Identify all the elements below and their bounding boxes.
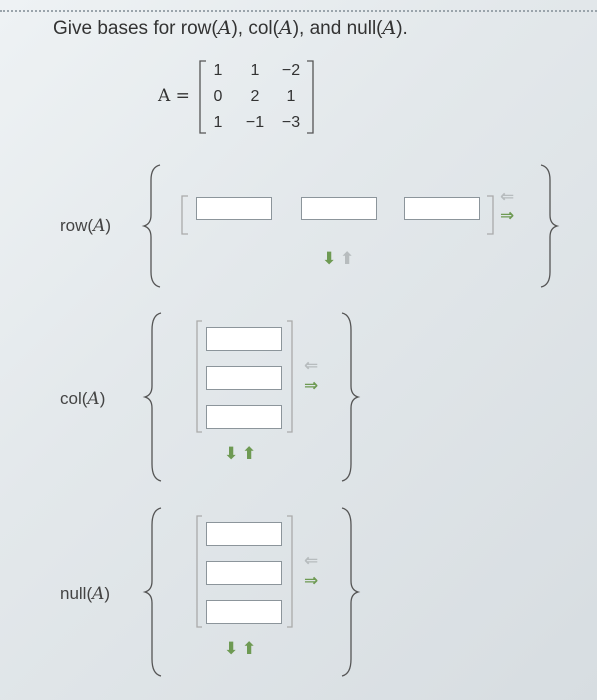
row-add-entry-arrow-icon[interactable]: ⬇: [322, 249, 337, 268]
row-remove-entry-arrow-icon[interactable]: ⬆: [340, 249, 355, 268]
question-text: Give bases for row(A), col(A), and null(…: [53, 17, 408, 40]
null-remove-entry-arrow-icon[interactable]: ⬆: [242, 639, 257, 658]
row-space-label: row(A): [60, 216, 111, 236]
col-right-brace: [341, 312, 361, 482]
matrix-left-bracket: [199, 60, 206, 134]
null-space-label: null(A): [60, 584, 110, 604]
col-basis-entry-2[interactable]: [206, 366, 282, 390]
matrix-entry-r2-c1: 0: [213, 88, 223, 105]
matrix-entry-r1-c3: −2: [281, 62, 301, 79]
row-label-prefix: row(: [60, 216, 94, 235]
col-add-entry-arrow-icon[interactable]: ⬇: [224, 444, 239, 463]
matrix-entry-r1-c1: 1: [213, 62, 223, 79]
col-label-suffix: ): [99, 389, 106, 408]
row-remove-vector-arrow-icon[interactable]: ⇐: [500, 187, 515, 206]
row-left-brace: [141, 164, 161, 288]
null-left-brace: [142, 507, 162, 677]
matrix-entry-r3-c2: −1: [245, 114, 265, 131]
row-basis-entry-1[interactable]: [196, 197, 272, 220]
question-close-2: ): [292, 18, 300, 39]
col-remove-vector-arrow-icon[interactable]: ⇐: [304, 356, 319, 375]
row-basis-entry-3[interactable]: [404, 197, 480, 220]
matrix-right-bracket: [307, 60, 314, 134]
question-prefix: Give bases for: [53, 18, 181, 39]
matrix-entry-r3-c3: −3: [281, 114, 301, 131]
row-right-brace: [540, 164, 560, 288]
matrix-entry-r2-c2: 2: [250, 88, 260, 105]
question-col: col(: [248, 18, 279, 39]
col-vector-right-bracket: [287, 320, 293, 433]
question-end: ).: [396, 18, 408, 39]
col-basis-entry-1[interactable]: [206, 327, 282, 351]
col-basis-entry-3[interactable]: [206, 405, 282, 429]
question-null: null(: [346, 18, 383, 39]
row-add-vector-arrow-icon[interactable]: ⇒: [500, 206, 515, 225]
matrix-entry-r2-c3: 1: [286, 88, 296, 105]
col-label-var: A: [87, 389, 100, 409]
row-label-var: A: [93, 216, 106, 236]
question-var-1: A: [217, 17, 232, 39]
row-vector-left-bracket: [181, 195, 188, 235]
col-remove-entry-arrow-icon[interactable]: ⬆: [242, 444, 257, 463]
null-add-entry-arrow-icon[interactable]: ⬇: [224, 639, 239, 658]
col-left-brace: [142, 312, 162, 482]
matrix-label: A =: [158, 86, 190, 106]
null-vector-left-bracket: [196, 515, 202, 628]
question-sep-1: ,: [237, 18, 249, 39]
null-label-prefix: null(: [60, 584, 93, 603]
null-basis-entry-3[interactable]: [206, 600, 282, 624]
row-vector-right-bracket: [487, 195, 494, 235]
question-var-2: A: [278, 17, 293, 39]
question-close-1: ): [231, 18, 238, 39]
col-vector-left-bracket: [196, 320, 202, 433]
null-vector-right-bracket: [287, 515, 293, 628]
col-label-prefix: col(: [60, 389, 88, 408]
null-label-var: A: [92, 584, 105, 604]
row-label-suffix: ): [105, 216, 112, 235]
null-remove-vector-arrow-icon[interactable]: ⇐: [304, 551, 319, 570]
matrix-entry-r3-c1: 1: [213, 114, 223, 131]
top-divider: [0, 10, 597, 12]
null-right-brace: [341, 507, 361, 677]
row-basis-entry-2[interactable]: [301, 197, 377, 220]
question-var-3: A: [382, 17, 397, 39]
null-basis-entry-1[interactable]: [206, 522, 282, 546]
question-sep-2: , and: [299, 18, 347, 39]
matrix-entry-r1-c2: 1: [250, 62, 260, 79]
null-basis-entry-2[interactable]: [206, 561, 282, 585]
col-add-vector-arrow-icon[interactable]: ⇒: [304, 376, 319, 395]
null-label-suffix: ): [104, 584, 111, 603]
question-row: row(: [180, 18, 218, 39]
null-add-vector-arrow-icon[interactable]: ⇒: [304, 571, 319, 590]
column-space-label: col(A): [60, 389, 105, 409]
